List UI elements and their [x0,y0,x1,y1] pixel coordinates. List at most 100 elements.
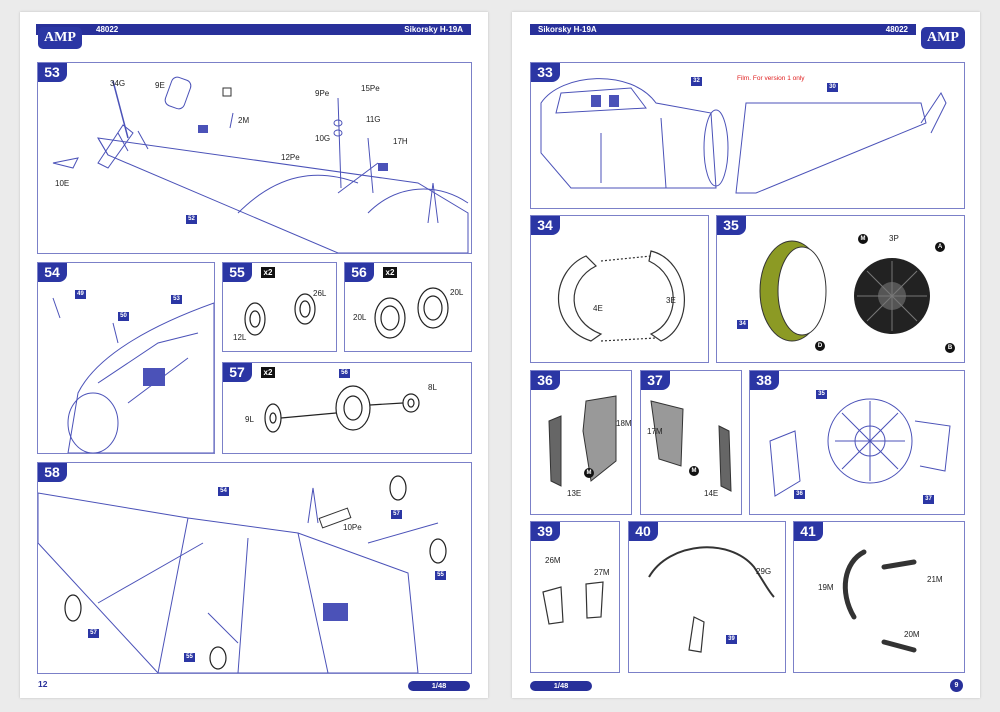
part-label: 14E [704,489,719,498]
part-label: 20M [904,630,920,639]
part-label: 13E [567,489,582,498]
callout-b: B [945,343,955,353]
ref-step-badge: 55 [435,571,446,580]
firewall-part-illustration [548,395,617,487]
part-label: 29G [756,567,772,576]
left-amp-logo: AMP [38,27,82,49]
step-38-number: 38 [750,371,779,390]
step-39-number: 39 [531,522,560,541]
left-scale-badge: 1/48 [408,681,470,691]
part-label: 15Pe [361,84,380,93]
part-label: 10Pe [343,523,362,532]
right-header-bar: Sikorsky H-19A 48022 [530,24,916,35]
part-label: 26M [545,556,561,565]
ref-step-badge: 57 [391,510,402,519]
ref-step-badge: 54 [218,487,229,496]
step-58-panel: 58 10Pe 54 57 55 57 55 [37,462,472,674]
engine-install-illustration [769,398,951,497]
ref-step-badge: 55 [184,653,195,662]
callout-m: M [584,468,594,478]
part-label: 17M [647,427,663,436]
left-page-number: 12 [38,679,48,689]
ref-step-badge: 30 [827,83,838,92]
ref-step-badge: 57 [88,629,99,638]
step-54-panel: 54 49 50 53 [37,262,215,454]
part-label: 12L [233,333,247,342]
ref-step-badge: 32 [691,77,702,86]
step-39-panel: 39 26M 27M [530,521,620,673]
part-label: 21M [927,575,943,584]
part-label: 9L [245,415,254,424]
step-57-panel: 57 x2 56 8L 9L [222,362,472,454]
callout-a: A [935,242,945,252]
step-37-panel: 37 17M 14E M [640,370,742,515]
ref-step-badge: 37 [923,495,934,504]
part-label: 8L [428,383,437,392]
step-41-number: 41 [794,522,823,541]
ref-step-badge: 39 [726,635,737,644]
part-label: 10G [315,134,331,143]
step-38-panel: 38 35 36 37 [749,370,965,515]
step-54-number: 54 [38,263,67,282]
left-header-bar: 48022 Sikorsky H-19A [36,24,471,35]
step-36-panel: 36 18M 13E M [530,370,632,515]
fuselage-illustration [38,475,447,673]
step-56-number: 56 [345,263,374,282]
step-35-panel: 35 3P 34 M A D B [716,215,965,363]
part-label: 18M [616,419,632,428]
ref-step-badge: 49 [75,290,86,299]
part-label: 26L [313,289,327,298]
right-page-number: 9 [950,679,963,692]
left-kit-title: Sikorsky H-19A [404,25,463,34]
step-35-number: 35 [717,216,746,235]
right-kit-number: 48022 [885,25,908,34]
left-kit-number: 48022 [96,25,119,34]
part-label: 9Pe [315,89,330,98]
ref-step-badge: 56 [339,369,350,378]
step-37-number: 37 [641,371,670,390]
right-scale-badge: 1/48 [530,681,592,691]
callout-d: D [815,341,825,351]
step-34-number: 34 [531,216,560,235]
cowling-halves-illustration [557,250,685,342]
quantity-badge: x2 [261,267,275,278]
part-label: 3E [666,296,676,305]
step-53-number: 53 [38,63,67,82]
exhaust-pipes-illustration [842,549,917,653]
ref-step-badge: 52 [186,215,197,224]
callout-m: M [689,466,699,476]
part-label: 4E [593,304,603,313]
part-label: 12Pe [281,153,300,162]
ref-step-badge: 35 [816,390,827,399]
part-label: 11G [366,115,381,124]
step-40-panel: 40 29G 39 [628,521,786,673]
cockpit-roof-illustration [52,297,214,453]
part-label: 34G [110,79,126,88]
step-56-panel: 56 x2 20L 20L [344,262,472,352]
quantity-badge: x2 [383,267,397,278]
wheel-illustration [244,293,316,336]
wheel-assembly-illustration [264,385,420,433]
step-41-panel: 41 19M 21M 20M [793,521,965,673]
duct-parts-illustration [542,581,604,625]
part-label: 17H [393,137,408,146]
ref-step-badge: 50 [118,312,129,321]
part-label: 2M [238,116,250,125]
engine-cowling-illustration [759,240,930,342]
ref-step-badge: 53 [171,295,182,304]
tail-boom-illustration [52,76,469,253]
fuselage-boom-illustration [540,78,947,194]
callout-m: M [858,234,868,244]
part-label: 20L [450,288,464,297]
right-kit-title: Sikorsky H-19A [538,25,597,34]
firewall-part-illustration [650,400,732,492]
part-label: 3P [889,234,899,243]
ref-step-badge: 34 [737,320,748,329]
step-53-panel: 53 34G 9E 2M 10E 9Pe 15Pe 11G 10G 17H 12… [37,62,472,254]
part-label: 9E [155,81,165,90]
right-amp-logo: AMP [921,27,965,49]
film-note: Film. For version 1 only [737,75,805,82]
step-55-panel: 55 x2 26L 12L [222,262,337,352]
part-label: 19M [818,583,834,592]
step-33-panel: 33 32 Film. For version 1 only 30 [530,62,965,209]
